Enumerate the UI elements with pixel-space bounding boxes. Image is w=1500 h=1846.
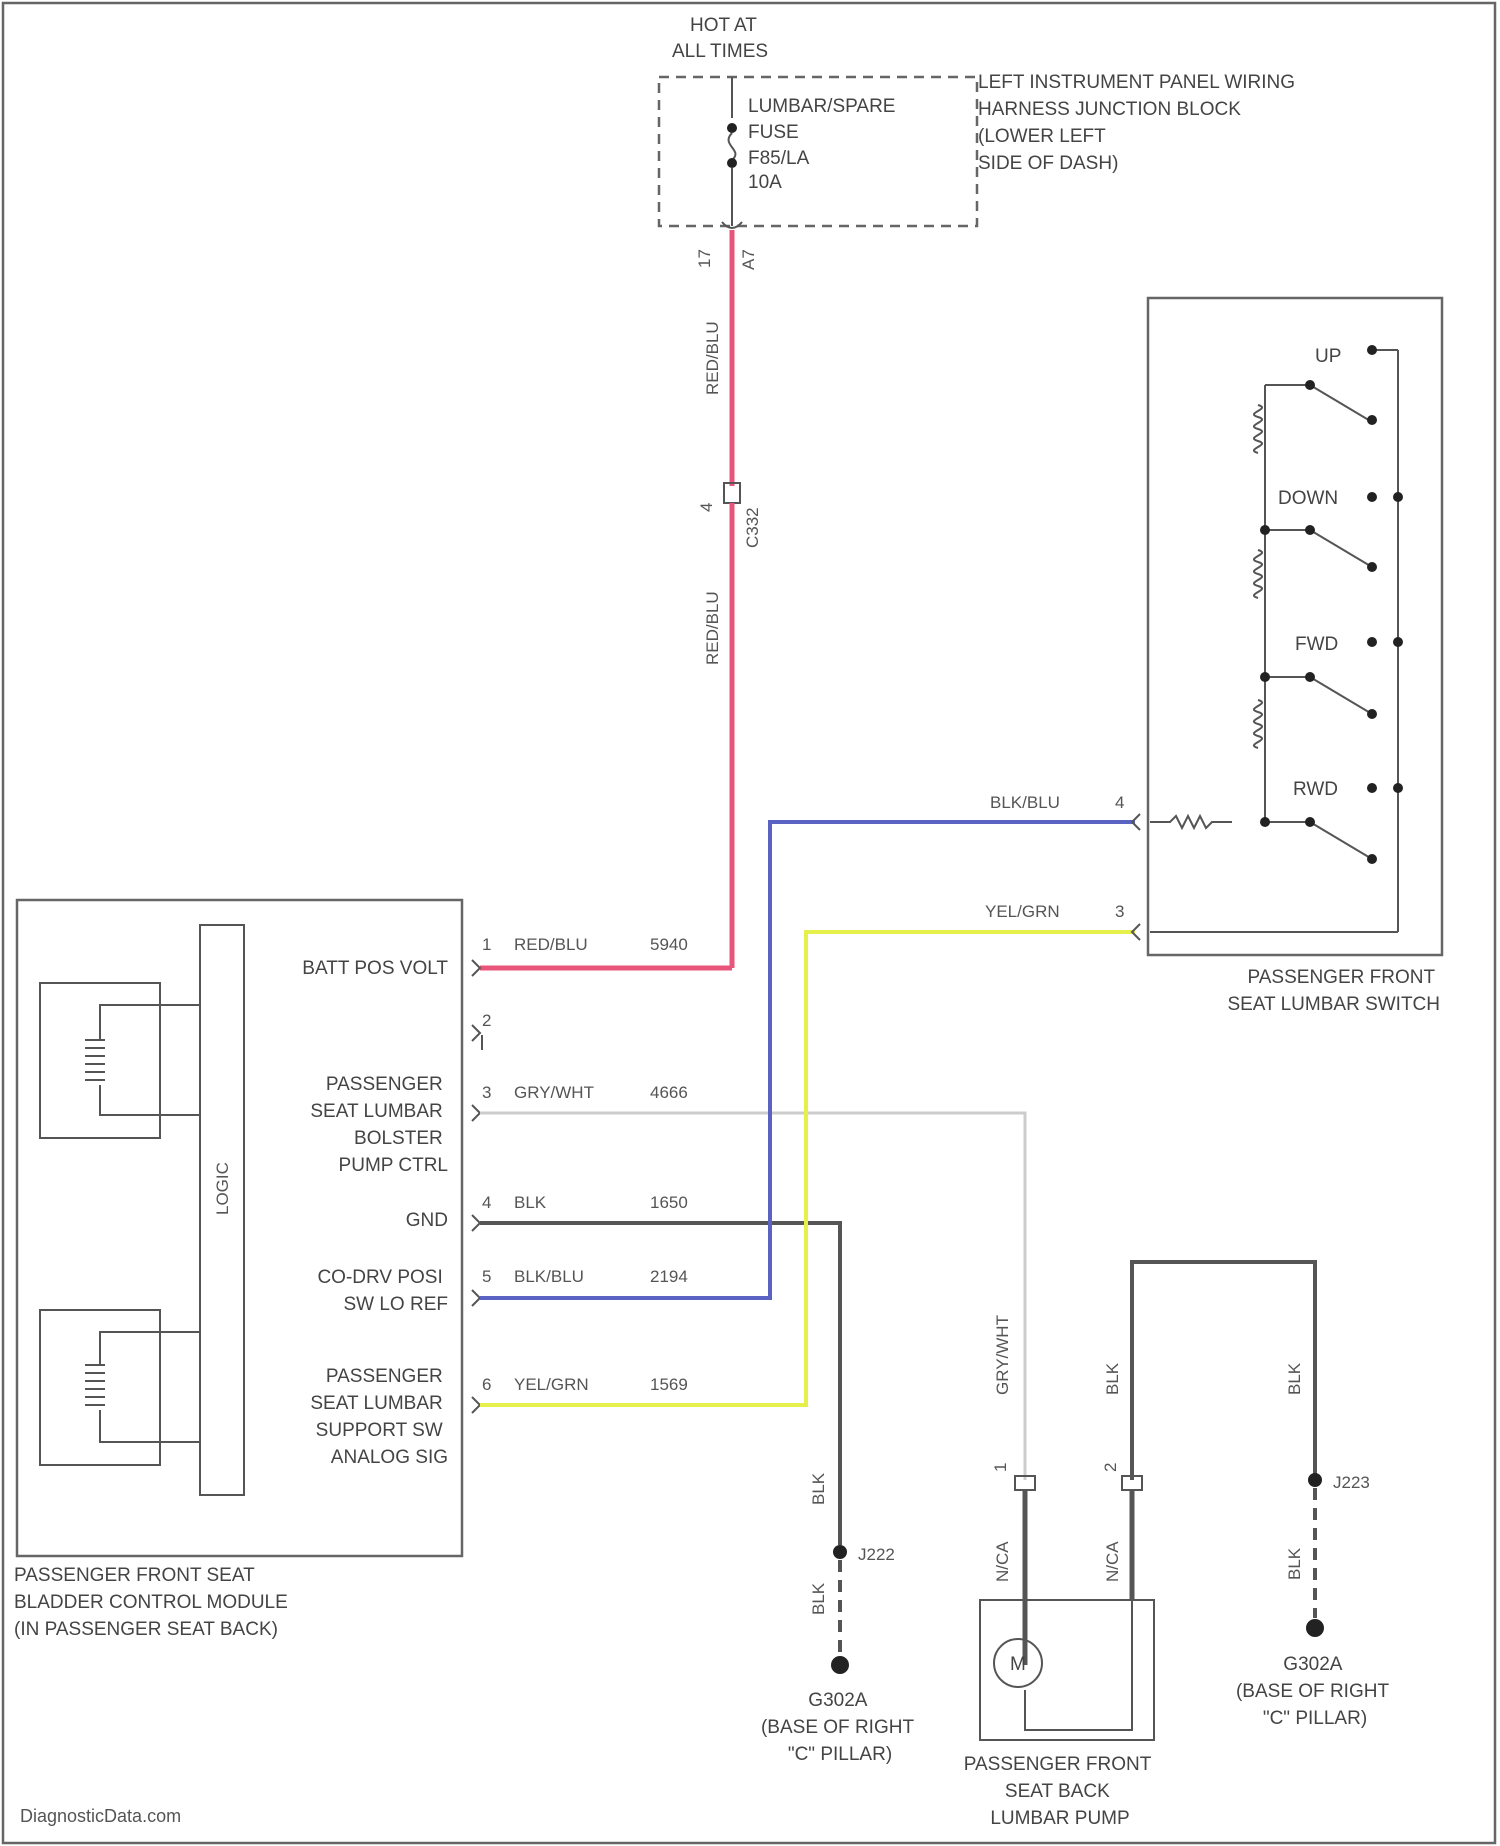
ground-right-wire-label-1: BLK [1285,1362,1304,1395]
ground-left-label: G302A (BASE OF RIGHT "C" PILLAR) [761,1690,919,1765]
switch-connector-glyph-4 [1132,814,1140,830]
module-pin4-label: GND [406,1210,448,1231]
switch-pin3-color: YEL/GRN [985,902,1060,921]
wire4-circuit: 1650 [650,1193,688,1212]
wire3-color: GRY/WHT [514,1083,594,1102]
wire6-color: YEL/GRN [514,1375,589,1394]
switch-up-label: UP [1315,346,1341,367]
module-pin3-label: PASSENGER SEAT LUMBAR BOLSTER PUMP CTRL [310,1074,448,1176]
ground-right-label: G302A (BASE OF RIGHT "C" PILLAR) [1236,1654,1394,1729]
splice-j223-label: J223 [1333,1473,1370,1492]
wire5-circuit: 2194 [650,1267,688,1286]
wire6-circuit: 1569 [650,1375,688,1394]
wire4-pin: 4 [482,1193,491,1212]
module-pin1-label: BATT POS VOLT [302,958,448,979]
wire1-color: RED/BLU [514,935,588,954]
c332-label: C332 [743,507,762,548]
wire4-color: BLK [514,1193,547,1212]
switch-pin3: 3 [1115,902,1124,921]
fuse-symbol [729,133,736,160]
ground-right-wire-label-2: BLK [1285,1547,1304,1580]
lumbar-switch-label: PASSENGER FRONT SEAT LUMBAR SWITCH [1227,967,1440,1015]
wire3-pin: 3 [482,1083,491,1102]
switch-connector-glyph-3 [1132,924,1140,940]
splice-j223 [1308,1473,1322,1487]
pump-na-1-label: N/CA [993,1541,1012,1582]
ground-left-wire-label-1: BLK [809,1472,828,1505]
module-sensor-lower-coil [85,1365,105,1405]
pump-motor-label: M [1010,1654,1026,1675]
wire6-pin: 6 [482,1375,491,1394]
wire1-pin: 1 [482,935,491,954]
red-wire-lower-label: RED/BLU [703,591,722,665]
pump-pin2: 2 [1101,1463,1120,1472]
switch-pin4: 4 [1115,793,1124,812]
module-sensor-upper-coil [85,1040,105,1080]
ground-g302a-left [831,1656,849,1674]
wire6-yellow [480,932,1135,1405]
wire5-color: BLK/BLU [514,1267,584,1286]
junction-block-label: LEFT INSTRUMENT PANEL WIRING HARNESS JUN… [978,72,1300,174]
switch-down-label: DOWN [1278,488,1338,509]
wire5-pin: 5 [482,1267,491,1286]
module-logic-label: LOGIC [213,1162,232,1215]
module-sensor-lower-wiring [100,1332,200,1442]
switch-rwd-label: RWD [1293,779,1338,800]
junction-connector-label: A7 [739,249,758,270]
pump-pin1: 1 [991,1463,1010,1472]
switch-internals [1150,350,1398,932]
ground-g302a-right [1306,1619,1324,1637]
ground-left-wire-label-2: BLK [809,1582,828,1615]
c332-pin: 4 [697,503,716,512]
watermark: DiagnosticData.com [20,1806,181,1827]
lumbar-pump-box [980,1600,1154,1740]
wire3-circuit: 4666 [650,1083,688,1102]
fuse-label: LUMBAR/SPARE FUSE F85/LA 10A [748,96,901,193]
wire2-pin: 2 [482,1011,491,1030]
switch-pin4-color: BLK/BLU [990,793,1060,812]
pump-wire-black-label: BLK [1103,1362,1122,1395]
module-name-label: PASSENGER FRONT SEAT BLADDER CONTROL MOD… [14,1565,293,1640]
fuse-terminal-bottom [727,158,737,168]
switch-fwd-label: FWD [1295,634,1338,655]
splice-j222 [833,1545,847,1559]
fuse-terminal-top [727,123,737,133]
module-pin5-label: CO-DRV POSI SW LO REF [317,1267,448,1315]
module-connector-glyphs [472,960,480,1413]
pump-na-2-label: N/CA [1103,1541,1122,1582]
module-pin6-label: PASSENGER SEAT LUMBAR SUPPORT SW ANALOG … [310,1366,448,1468]
pump-wire-gray-label: GRY/WHT [993,1315,1012,1395]
splice-j222-label: J222 [858,1545,895,1564]
lumbar-pump-label: PASSENGER FRONT SEAT BACK LUMBAR PUMP [964,1754,1157,1829]
module-sensor-upper-wiring [100,1005,200,1115]
red-wire-upper-label: RED/BLU [703,321,722,395]
wire1-circuit: 5940 [650,935,688,954]
junction-pin-label: 17 [695,249,714,268]
